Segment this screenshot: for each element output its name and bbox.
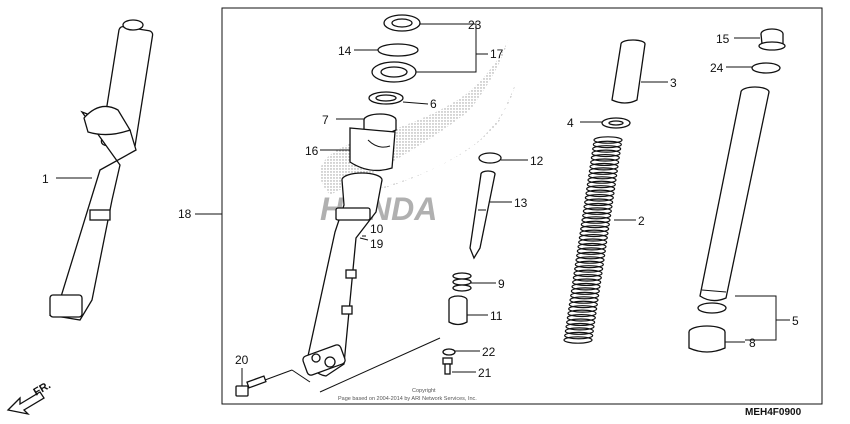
assembly-frame: [221, 7, 823, 405]
part-20-socket-bolt: [235, 375, 267, 397]
spring-coil: [566, 313, 596, 322]
spring-coil: [592, 145, 622, 153]
spring-coil: [590, 153, 620, 162]
spring-coil: [570, 291, 600, 300]
front-direction-label: FR.: [32, 379, 53, 398]
spring-coil: [581, 216, 611, 224]
callout-20: 20: [235, 353, 249, 367]
part-10-19-fork-slider: [302, 172, 383, 377]
callout-10: 10: [370, 222, 384, 236]
spring-coil: [572, 278, 602, 287]
spring-coil: [574, 260, 604, 269]
spring-coil: [578, 238, 608, 247]
spring-coil: [577, 242, 607, 251]
part-11-oil-lock-piece: [448, 295, 468, 326]
callout-6: 6: [430, 97, 437, 111]
part-12-o-ring: [478, 152, 502, 164]
spring-coil: [578, 233, 608, 242]
spring-coil: [586, 180, 616, 189]
callout-22: 22: [482, 345, 496, 359]
spring-coil: [565, 322, 595, 331]
callout-1: 1: [42, 172, 49, 186]
spring-coil: [571, 282, 601, 291]
callout-8: 8: [749, 336, 756, 350]
part-16-fork-guide: [349, 127, 396, 172]
callout-14: 14: [338, 44, 352, 58]
spring-coil: [592, 140, 622, 149]
spring-coil: [587, 176, 617, 184]
copyright-notice: Page based on 2004-2014 by ARI Network S…: [338, 396, 477, 402]
spring-coil: [588, 171, 618, 180]
spring-coil: [576, 247, 606, 255]
callout-2: 2: [638, 214, 645, 228]
callout-5: 5: [792, 314, 799, 328]
callout-17: 17: [490, 47, 504, 61]
spring-coil: [585, 189, 615, 198]
spring-coil: [568, 305, 598, 313]
part-3-fork-collar: [611, 39, 646, 104]
spring-coil: [574, 265, 604, 273]
spring-coil: [563, 336, 593, 344]
part-23-dust-seal: [383, 14, 421, 32]
spring-coil: [572, 273, 602, 282]
callout-19: 19: [370, 237, 384, 251]
part-4-spring-seat: [601, 117, 631, 129]
callout-11: 11: [490, 309, 503, 323]
part-24-o-ring: [751, 62, 781, 74]
callout-4: 4: [567, 116, 574, 130]
spring-coil: [584, 198, 614, 207]
copyright-title: Copyright: [412, 388, 436, 394]
part-22-sealing-washer: [442, 348, 456, 356]
spring-coil: [582, 211, 612, 220]
spring-coil: [588, 167, 618, 175]
spring-coil: [564, 331, 594, 340]
spring-coil: [573, 269, 603, 278]
callout-12: 12: [530, 154, 544, 168]
spring-coil: [590, 158, 620, 167]
part-8-slider-bushing: [688, 325, 726, 353]
part-1-fork-assembly: [48, 19, 154, 321]
spring-coil: [566, 318, 596, 327]
part-14-stopper-ring: [377, 43, 419, 57]
part-15-fork-bolt: [758, 28, 786, 51]
part-6-back-up-ring: [368, 91, 404, 105]
spring-coil: [580, 225, 610, 233]
spring-coil: [582, 207, 612, 215]
front-direction-arrow-icon: [6, 391, 45, 416]
spring-coil: [591, 149, 621, 158]
spring-coil: [575, 256, 605, 264]
spring-coil: [584, 193, 614, 202]
spring-coil: [583, 202, 613, 211]
part-21-socket-bolt: [442, 357, 453, 375]
spring-coil: [569, 296, 599, 304]
spring-coil: [589, 162, 619, 171]
callout-16: 16: [305, 144, 319, 158]
diagram-code: MEH4F0900: [745, 407, 802, 418]
spring-coil: [568, 300, 598, 309]
callout-13: 13: [514, 196, 528, 210]
callout-3: 3: [670, 76, 677, 90]
spring-coil: [586, 185, 616, 193]
spring-coil: [580, 220, 610, 229]
part-5-fork-pipe: [697, 86, 770, 314]
callout-23: 23: [468, 18, 482, 32]
callout-21: 21: [478, 366, 492, 380]
callout-9: 9: [498, 277, 505, 291]
spring-coil: [579, 229, 609, 238]
callout-15: 15: [716, 32, 730, 46]
part-17-oil-seal: [371, 61, 417, 83]
spring-coil: [593, 136, 623, 144]
spring-coil: [576, 251, 606, 260]
spring-coil: [567, 309, 597, 318]
spring-coil: [564, 327, 594, 335]
callout-7: 7: [322, 113, 329, 127]
spring-coil: [570, 287, 600, 295]
callout-24: 24: [710, 61, 724, 75]
part-2-fork-spring: [563, 136, 623, 344]
callout-18: 18: [178, 207, 192, 221]
part-9-rebound-spring: [452, 272, 472, 292]
part-13-piston-rod: [469, 170, 496, 260]
